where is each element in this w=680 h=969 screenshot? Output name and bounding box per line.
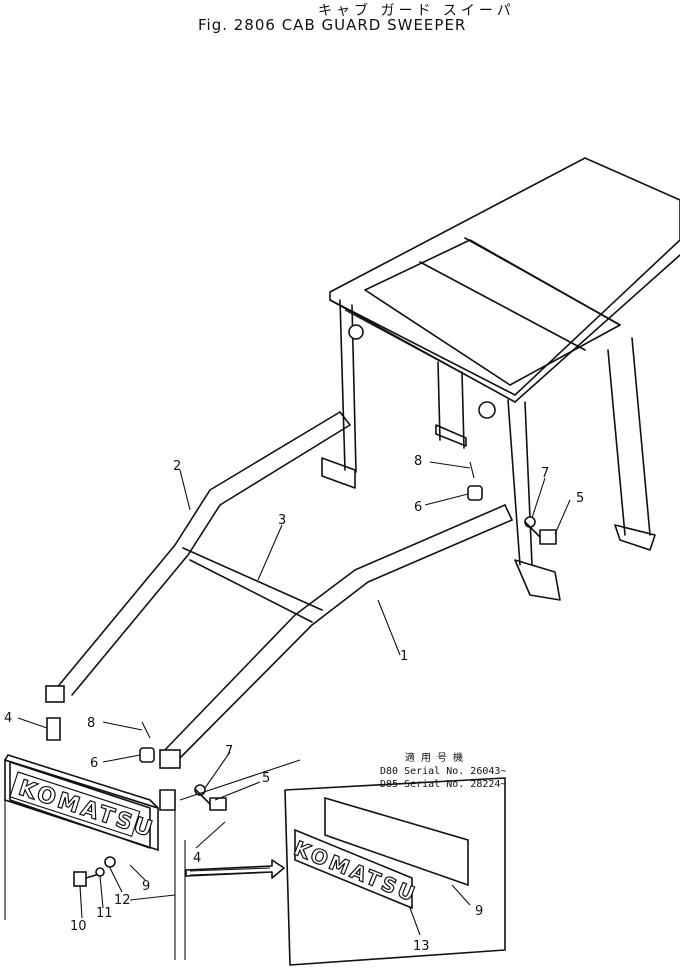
callout-13: 13 bbox=[413, 939, 430, 954]
callout-11: 11 bbox=[96, 906, 113, 921]
cab-roof bbox=[329, 157, 680, 403]
callout-4-left: 4 bbox=[4, 711, 12, 726]
applicability-heading: 適 用 号 機 bbox=[405, 751, 463, 764]
sweeper-arm-right bbox=[159, 504, 513, 769]
serial-line-d80: D80 Serial No. 26043~ bbox=[380, 766, 506, 777]
callout-9-detail: 9 bbox=[475, 904, 483, 919]
callout-4-lower: 4 bbox=[193, 851, 201, 866]
callout-8-left: 8 bbox=[87, 716, 95, 731]
serial-line-d85: D85 Serial No. 28224~ bbox=[380, 779, 506, 790]
cross-member bbox=[182, 547, 323, 623]
callout-6-left: 6 bbox=[90, 756, 98, 771]
sweeper-arm-left bbox=[45, 411, 351, 703]
callout-2: 2 bbox=[173, 459, 181, 474]
callout-7-right: 7 bbox=[541, 466, 549, 481]
callout-10: 10 bbox=[70, 919, 87, 934]
cab-posts bbox=[321, 299, 656, 601]
bolts-bottom bbox=[73, 856, 116, 887]
callout-3: 3 bbox=[278, 513, 286, 528]
callout-8-right: 8 bbox=[414, 454, 422, 469]
callout-9-plate: 9 bbox=[142, 879, 150, 894]
callout-7-lower: 7 bbox=[225, 744, 233, 759]
callout-1: 1 bbox=[400, 649, 408, 664]
title-japanese: キャブ ガード スイーパ bbox=[318, 3, 515, 19]
serial-applicability: 適 用 号 機 D80 Serial No. 26043~ D85 Serial… bbox=[380, 751, 506, 790]
leader-lines bbox=[17, 461, 571, 936]
detail-arrow bbox=[185, 859, 285, 879]
callout-labels: 1 2 3 4 4 5 5 6 6 7 7 8 8 9 9 10 11 12 1… bbox=[4, 454, 584, 954]
hardware bbox=[46, 461, 557, 811]
callout-6-right: 6 bbox=[414, 500, 422, 515]
callout-12: 12 bbox=[114, 893, 131, 908]
figure-title: Fig. 2806 CAB GUARD SWEEPER bbox=[198, 16, 467, 34]
callout-5-lower: 5 bbox=[262, 771, 270, 786]
detail-box: KOMATSU bbox=[284, 777, 506, 966]
sweeper-plate: KOMATSU bbox=[3, 754, 301, 960]
callout-5-right: 5 bbox=[576, 491, 584, 506]
